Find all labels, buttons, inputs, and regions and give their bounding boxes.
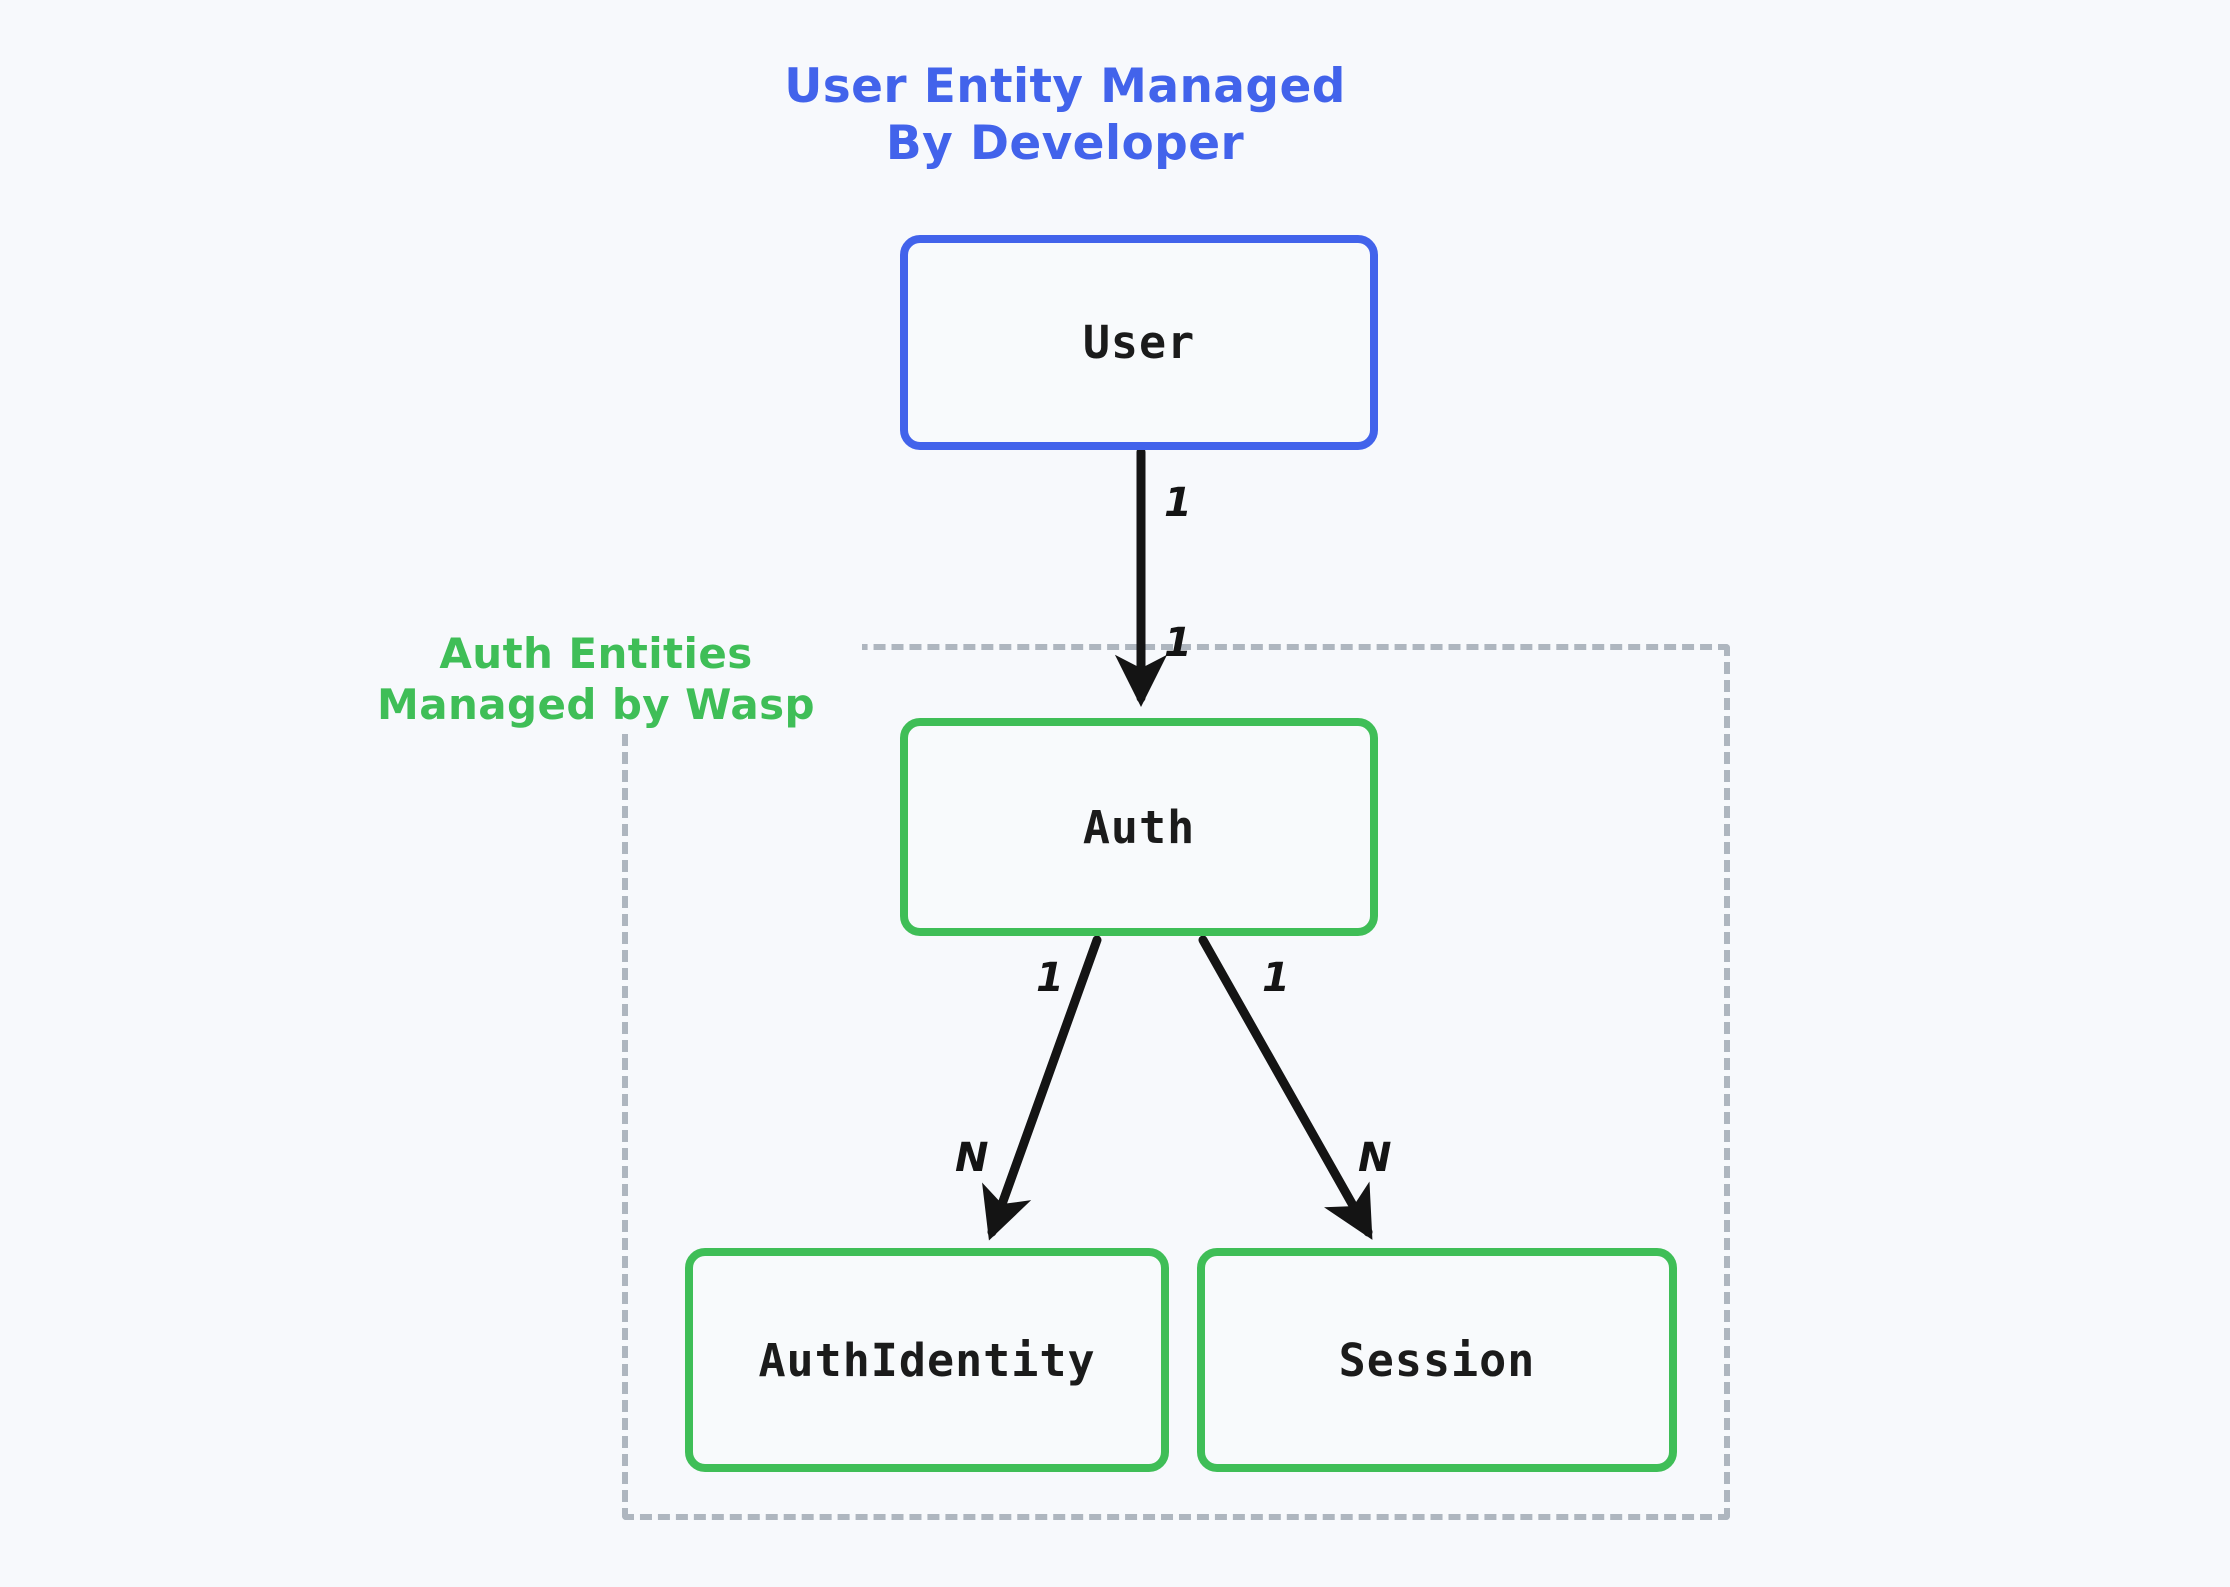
cardinality-auth-to-authidentity-target: N (955, 1135, 989, 1181)
entity-box-session[interactable]: Session (1197, 1248, 1677, 1472)
auth-group-title: Auth Entities Managed by Wasp (330, 626, 862, 733)
cardinality-user-to-auth-target: 1 (1164, 620, 1192, 666)
user-group-title: User Entity Managed By Developer (784, 59, 1346, 172)
entity-box-user[interactable]: User (900, 235, 1378, 450)
cardinality-auth-to-session-target: N (1358, 1135, 1392, 1181)
cardinality-auth-to-authidentity-source: 1 (1036, 955, 1064, 1001)
auth-entities-group-boundary (622, 644, 1730, 1520)
entity-label-auth: Auth (1082, 800, 1196, 854)
cardinality-auth-to-session-source: 1 (1262, 955, 1290, 1001)
entity-label-authidentity: AuthIdentity (758, 1333, 1096, 1387)
entity-label-user: User (1082, 316, 1196, 369)
entity-box-auth[interactable]: Auth (900, 718, 1378, 936)
entity-box-authidentity[interactable]: AuthIdentity (685, 1248, 1169, 1472)
cardinality-user-to-auth-source: 1 (1164, 480, 1192, 526)
entity-label-session: Session (1338, 1333, 1536, 1387)
